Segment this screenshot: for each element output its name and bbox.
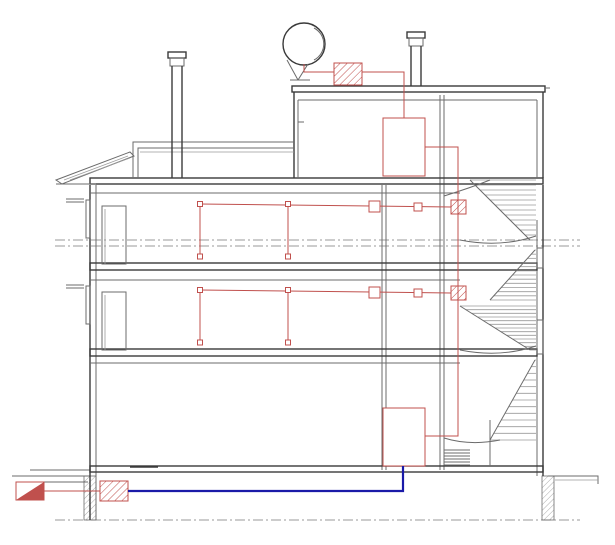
storage-tank-lower xyxy=(382,407,426,467)
pipe-node xyxy=(285,339,291,346)
pitched-roof xyxy=(54,151,135,185)
heat-exchanger-middle xyxy=(450,285,467,301)
pipe-node xyxy=(285,201,291,207)
building-shell xyxy=(89,85,550,520)
branch-pipe xyxy=(199,289,452,294)
branch-pipe xyxy=(199,203,452,208)
heat-exchanger-upper xyxy=(450,199,467,215)
valve-box xyxy=(368,286,381,299)
pipe-node xyxy=(197,201,203,207)
basement-heater xyxy=(99,480,129,502)
valve-box xyxy=(413,202,423,212)
collector-box xyxy=(333,62,363,86)
door-upper xyxy=(101,205,127,265)
window-left-ticks xyxy=(66,198,544,355)
valve-box xyxy=(413,288,423,298)
chimney-left xyxy=(167,51,187,178)
door-middle xyxy=(101,291,127,351)
stair-landing xyxy=(443,179,537,444)
chimney-right xyxy=(406,31,426,86)
stair-stringer xyxy=(489,249,536,301)
stair-stringer xyxy=(469,179,531,241)
pipe-node xyxy=(197,253,203,260)
supply-line xyxy=(128,466,405,493)
storage-tank-upper xyxy=(382,117,426,177)
heating-system xyxy=(15,62,467,502)
stair-stringer xyxy=(459,305,531,351)
pipe-node xyxy=(197,339,203,346)
stair-stringer xyxy=(489,359,536,441)
pipe-node xyxy=(285,287,291,293)
pipe-node xyxy=(285,253,291,260)
spiral-staircase xyxy=(443,179,537,466)
reference-axes xyxy=(55,239,580,521)
pipe-node xyxy=(197,287,203,293)
valve-box xyxy=(368,200,381,213)
